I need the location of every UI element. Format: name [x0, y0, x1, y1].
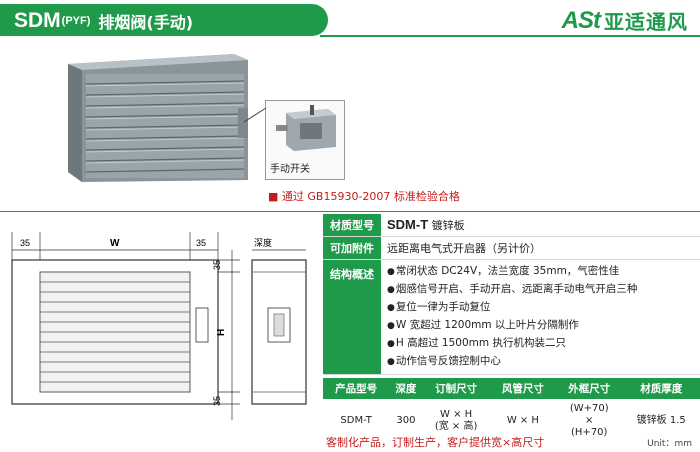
- callout-line: [244, 107, 267, 123]
- dim-height: H: [216, 329, 227, 336]
- col-header: 订制尺寸: [422, 378, 490, 399]
- feature-list: 常闭状态 DC24V，法兰宽度 35mm，气密性佳 烟感信号开启、手动开启、远距…: [381, 260, 643, 374]
- feature-item: 复位一律为手动复位: [387, 299, 637, 317]
- feature-item: 常闭状态 DC24V，法兰宽度 35mm，气密性佳: [387, 263, 637, 281]
- custom-order-note: 客制化产品，订制生产，客户提供宽×高尺寸: [326, 436, 545, 449]
- material-model: SDM-T: [387, 217, 429, 232]
- material-value: SDM-T 镀锌板: [381, 214, 471, 236]
- frame-size-times: ×: [585, 415, 594, 426]
- cell-thickness: 镀锌板 1.5: [636, 415, 686, 426]
- inset-label: 手动开关: [270, 164, 310, 175]
- col-header: 产品型号: [323, 378, 390, 399]
- material-text: 镀锌板: [431, 219, 465, 232]
- certification-note: ■ 通过 GB15930-2007 标准检验合格: [268, 190, 460, 203]
- dimension-drawing: 35 W 35 35 H 35 深度: [11, 232, 307, 420]
- custom-size-value: W × H: [440, 409, 473, 420]
- frame-size-width: (W+70): [569, 403, 609, 414]
- feature-item: H 高超过 1500mm 执行机构装二只: [387, 335, 637, 353]
- cell-custom-size: W × H (宽 × 高): [423, 399, 490, 443]
- logo-mark: ASt: [561, 6, 601, 34]
- model-name: SDM: [14, 9, 61, 32]
- cell-duct-size: W × H: [506, 415, 539, 426]
- material-label: 材质型号: [323, 214, 381, 236]
- header-tab: SDM(PYF) 排烟阀(手动): [0, 4, 328, 36]
- specifications: 材质型号 SDM-T 镀锌板 可加附件 远距离电气式开启器（另计价） 结构概述 …: [323, 214, 700, 443]
- model-suffix: (PYF): [61, 15, 91, 27]
- dim-right-top: 35: [212, 260, 222, 270]
- cell-frame-size: (W+70) × (H+70): [556, 399, 622, 443]
- feature-item: W 宽超过 1200mm 以上叶片分隔制作: [387, 317, 637, 335]
- feature-item: 动作信号反馈控制中心: [387, 353, 637, 371]
- col-header: 外框尺寸: [556, 378, 623, 399]
- manual-switch-inset: 手动开关: [265, 100, 345, 180]
- dim-right-bottom: 35: [212, 396, 222, 406]
- depth-label: 深度: [254, 237, 272, 249]
- structure-label: 结构概述: [323, 260, 381, 374]
- option-label: 可加附件: [323, 237, 381, 259]
- header-rule: [320, 35, 700, 37]
- spec-row-material: 材质型号 SDM-T 镀锌板: [323, 214, 700, 237]
- logo-company-name: 亚适通风: [604, 10, 688, 34]
- dim-top-left: 35: [20, 238, 30, 248]
- option-value: 远距离电气式开启器（另计价）: [387, 242, 541, 255]
- dim-top-right: 35: [196, 238, 206, 248]
- cell-depth: 300: [396, 415, 416, 426]
- col-header: 材质厚度: [622, 378, 700, 399]
- damper-photo: [68, 54, 248, 182]
- product-table: 产品型号 深度 订制尺寸 风管尺寸 外框尺寸 材质厚度 SDM-T 300 W …: [323, 378, 700, 443]
- spec-row-structure: 结构概述 常闭状态 DC24V，法兰宽度 35mm，气密性佳 烟感信号开启、手动…: [323, 260, 700, 375]
- table-header-row: 产品型号 深度 订制尺寸 风管尺寸 外框尺寸 材质厚度: [323, 378, 700, 399]
- table-row: SDM-T 300 W × H (宽 × 高) W × H (W+70) × (…: [323, 399, 700, 443]
- unit-label: Unit：mm: [647, 439, 692, 449]
- custom-size-note: (宽 × 高): [434, 421, 478, 432]
- company-logo: ASt 亚适通风: [562, 6, 688, 35]
- product-name: 排烟阀(手动): [98, 13, 194, 32]
- spec-row-option: 可加附件 远距离电气式开启器（另计价）: [323, 237, 700, 260]
- col-header: 风管尺寸: [489, 378, 557, 399]
- page-title: SDM(PYF) 排烟阀(手动): [14, 9, 193, 33]
- frame-size-height: (H+70): [571, 427, 608, 438]
- feature-item: 烟感信号开启、手动开启、远距离手动电气开启三种: [387, 281, 638, 299]
- manual-switch-image: [276, 105, 336, 151]
- cell-model: SDM-T: [340, 415, 372, 426]
- col-header: 深度: [389, 378, 423, 399]
- dim-width: W: [110, 238, 120, 249]
- section-divider: [0, 211, 700, 212]
